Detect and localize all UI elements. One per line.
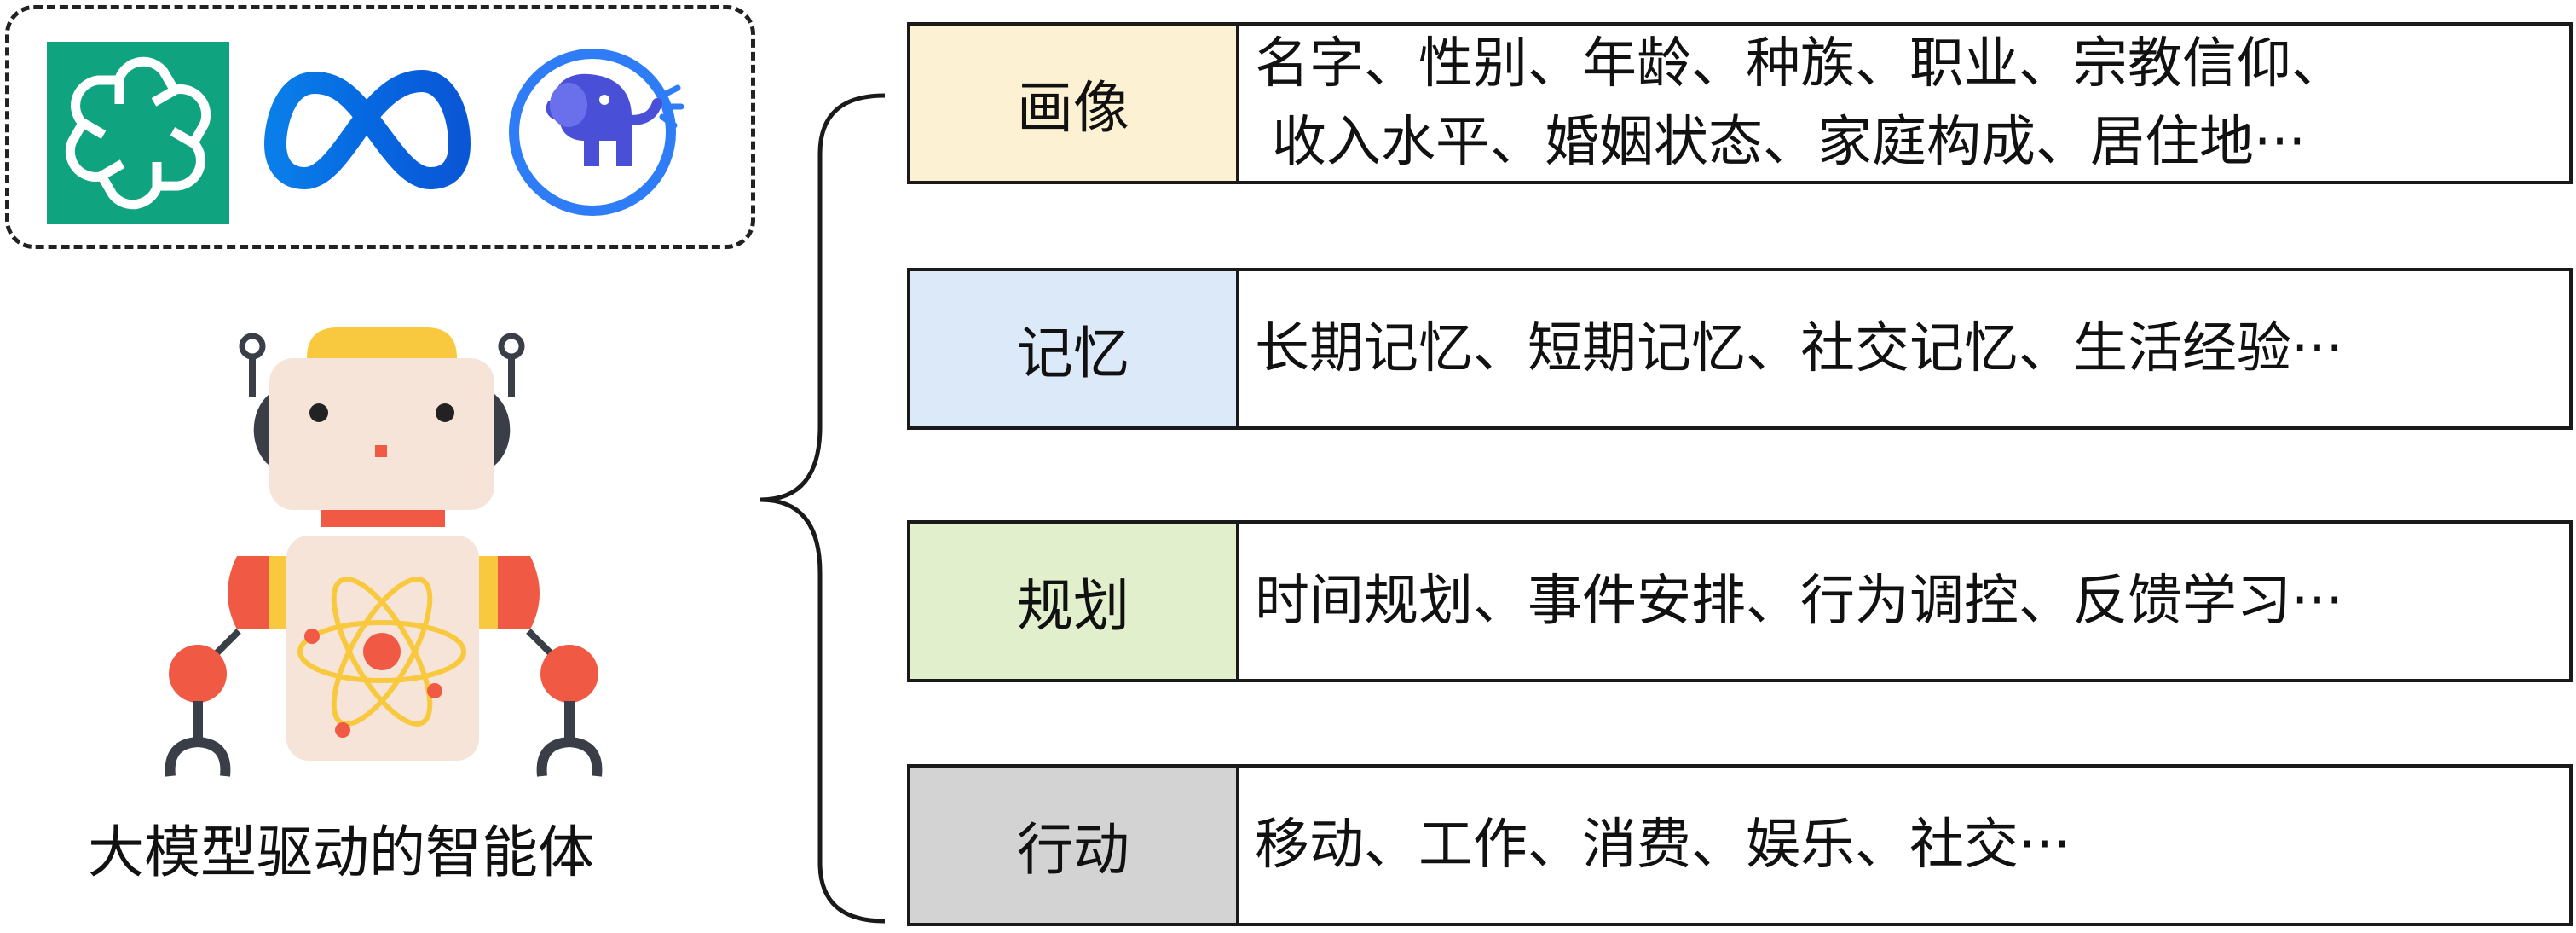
module-label-profile: 画像 — [910, 26, 1239, 181]
module-row-action: 行动 移动、工作、消费、娱乐、社交··· — [907, 764, 2573, 926]
module-desc-profile: 名字、性别、年龄、种族、职业、宗教信仰、 收入水平、婚姻状态、家庭构成、居住地·… — [1239, 26, 2569, 181]
agent-caption: 大模型驱动的智能体 — [88, 820, 594, 885]
module-desc-line: 名字、性别、年龄、种族、职业、宗教信仰、 — [1255, 32, 2346, 96]
module-label-memory: 记忆 — [910, 271, 1239, 426]
module-desc-line: 收入水平、婚姻状态、家庭构成、居住地··· — [1272, 111, 2307, 174]
module-desc-memory: 长期记忆、短期记忆、社交记忆、生活经验··· — [1239, 271, 2569, 426]
curly-brace — [760, 93, 886, 924]
module-label-action: 行动 — [910, 768, 1239, 923]
module-row-memory: 记忆 长期记忆、短期记忆、社交记忆、生活经验··· — [907, 268, 2573, 430]
llm-logo-panel — [5, 5, 755, 249]
openai-icon — [47, 42, 229, 224]
elephant-icon — [509, 49, 684, 216]
module-desc-line: 长期记忆、短期记忆、社交记忆、生活经验··· — [1255, 317, 2344, 380]
meta-icon — [264, 70, 471, 189]
module-desc-action: 移动、工作、消费、娱乐、社交··· — [1239, 768, 2569, 923]
module-label-planning: 规划 — [910, 524, 1239, 679]
module-row-planning: 规划 时间规划、事件安排、行为调控、反馈学习··· — [907, 520, 2573, 682]
module-desc-line: 移动、工作、消费、娱乐、社交··· — [1255, 814, 2071, 877]
robot-agent-illustration — [165, 327, 603, 777]
module-desc-planning: 时间规划、事件安排、行为调控、反馈学习··· — [1239, 524, 2569, 679]
module-desc-line: 时间规划、事件安排、行为调控、反馈学习··· — [1255, 570, 2344, 633]
module-row-profile: 画像 名字、性别、年龄、种族、职业、宗教信仰、 收入水平、婚姻状态、家庭构成、居… — [907, 22, 2573, 184]
